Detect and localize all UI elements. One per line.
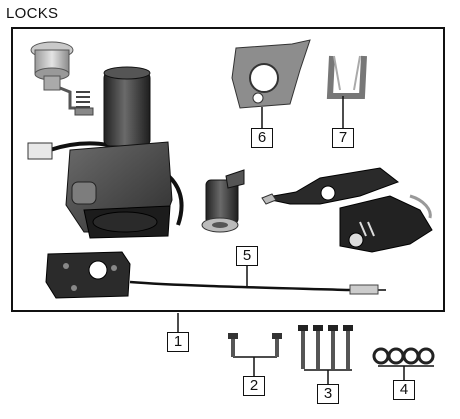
assembly-frame <box>11 27 445 312</box>
washer-set <box>372 347 435 365</box>
spring-clip <box>326 55 367 99</box>
callout-7: 7 <box>332 128 354 148</box>
lock-plate <box>45 251 131 299</box>
bolt-set <box>298 325 353 369</box>
callout-3: 3 <box>317 384 339 404</box>
key-set <box>261 167 433 253</box>
callout-2: 2 <box>243 376 265 396</box>
diagram-title: LOCKS <box>6 5 59 22</box>
bracket-part <box>231 39 311 109</box>
callout-6: 6 <box>251 128 273 148</box>
callout-1: 1 <box>167 332 189 352</box>
seat-lock-cylinder <box>30 41 94 116</box>
callout-4: 4 <box>393 380 415 400</box>
leader-lines <box>177 96 434 384</box>
small-lock-barrel <box>201 169 245 233</box>
ignition-switch <box>27 66 184 239</box>
callout-5: 5 <box>236 246 258 266</box>
bolt-pair <box>228 333 282 357</box>
release-cable <box>129 280 386 295</box>
